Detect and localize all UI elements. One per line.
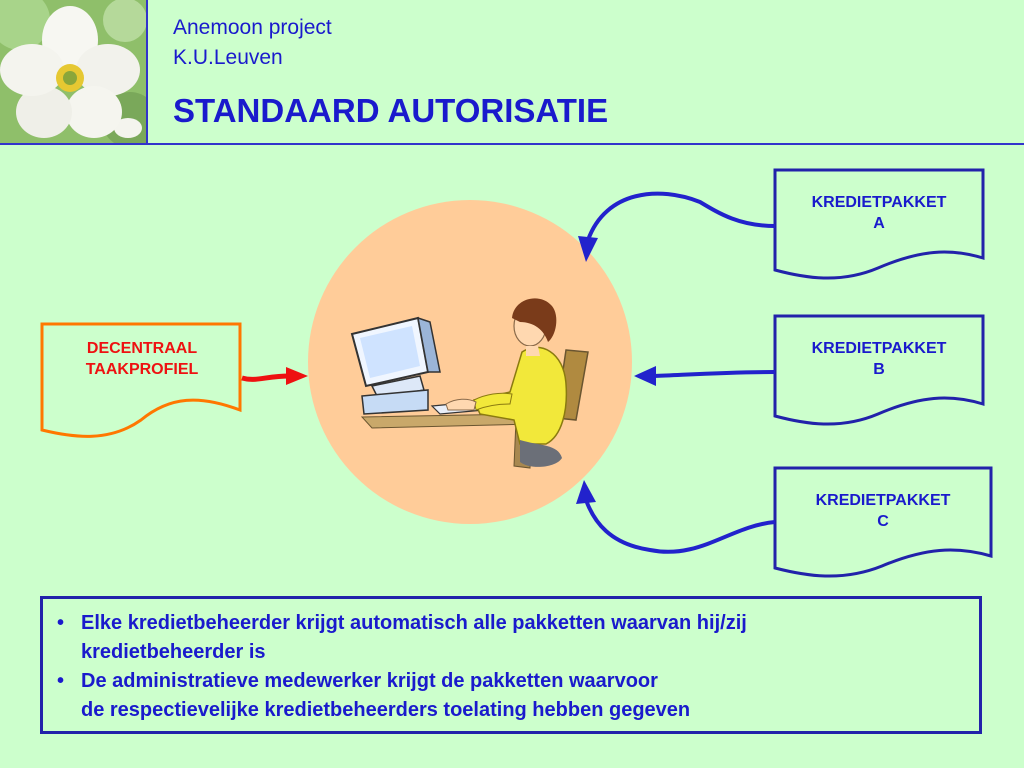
bullet-icon: • [57,612,65,634]
taakprofiel-line1: DECENTRAAL [86,340,198,357]
kredietpakket-b-line1: KREDIETPAKKET [811,340,947,357]
person-at-computer-icon [350,298,589,469]
page-title: STANDAARD AUTORISATIE [173,92,609,129]
kredietpakket-b-document [773,314,985,426]
kredietpakket-a-document [773,168,985,280]
project-name: Anemoon project [173,16,332,39]
kredietpakket-c-line2: C [877,513,889,530]
package-a-arrow [586,191,776,241]
note-text: De administratieve medewerker krijgt de … [81,670,691,721]
institution-name: K.U.Leuven [173,46,283,69]
kredietpakket-a-label: KREDIETPAKKET A [778,192,980,234]
header-divider-horizontal [0,143,1024,145]
note-item: • Elke kredietbeheerder krijgt automatis… [57,609,965,667]
kredietpakket-a-line1: KREDIETPAKKET [811,194,947,211]
user-circle [308,200,632,524]
kredietpakket-b-line2: B [873,361,885,378]
package-b-arrow [653,370,776,378]
taakprofiel-document [40,322,242,438]
kredietpakket-c-label: KREDIETPAKKET C [778,490,988,532]
package-c-arrow [584,499,776,554]
kredietpakket-c-line1: KREDIETPAKKET [815,492,951,509]
note-text: Elke kredietbeheerder krijgt automatisch… [81,612,747,663]
kredietpakket-a-line2: A [873,215,885,232]
profile-arrow [241,373,291,382]
taakprofiel-line2: TAAKPROFIEL [85,361,199,378]
taakprofiel-label: DECENTRAAL TAAKPROFIEL [50,338,234,380]
notes-box: • Elke kredietbeheerder krijgt automatis… [40,596,982,734]
bullet-icon: • [57,670,65,692]
kredietpakket-c-document [773,466,993,578]
header-divider-vertical [146,0,148,144]
note-item: • De administratieve medewerker krijgt d… [57,667,965,725]
anemone-logo-icon [0,0,146,144]
kredietpakket-b-label: KREDIETPAKKET B [778,338,980,380]
